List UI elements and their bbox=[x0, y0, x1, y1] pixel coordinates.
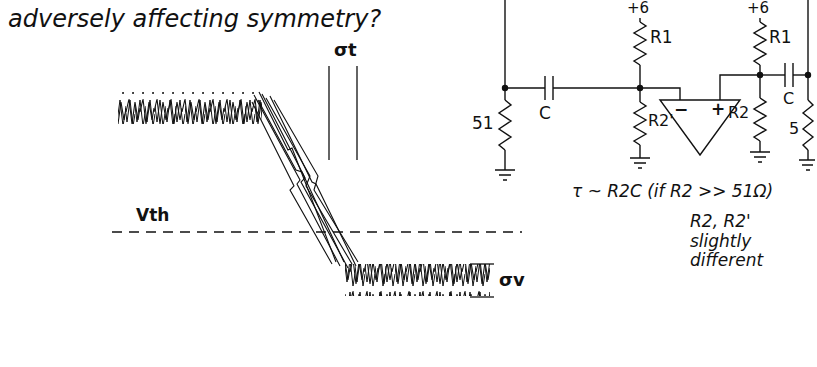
resistor-value: 5 bbox=[789, 120, 799, 138]
resistor-label: R1 bbox=[650, 28, 673, 48]
capacitor-label: C bbox=[783, 90, 794, 108]
resistor-label: R1 bbox=[769, 28, 792, 48]
supply-label: +6 bbox=[747, 0, 769, 17]
axis-label: σt bbox=[334, 40, 357, 61]
formula-note: τ ~ R2C (if R2 >> 51Ω) bbox=[572, 182, 773, 202]
resistor-label: R2' bbox=[648, 112, 674, 130]
input-sign: + bbox=[711, 100, 725, 120]
circuit bbox=[495, 0, 815, 180]
input-sign: − bbox=[674, 100, 688, 120]
axis-label: σv bbox=[499, 270, 525, 291]
handwritten-note: R2, R2' slightly different bbox=[690, 212, 808, 271]
threshold-label: Vth bbox=[136, 206, 169, 226]
supply-label: +6 bbox=[627, 0, 649, 17]
waveform bbox=[112, 66, 522, 297]
handwritten-note: adversely affecting symmetry? bbox=[8, 6, 381, 34]
resistor-label: R2 bbox=[728, 104, 749, 122]
capacitor-label: C bbox=[539, 104, 551, 124]
resistor-value: 51 bbox=[472, 114, 494, 134]
